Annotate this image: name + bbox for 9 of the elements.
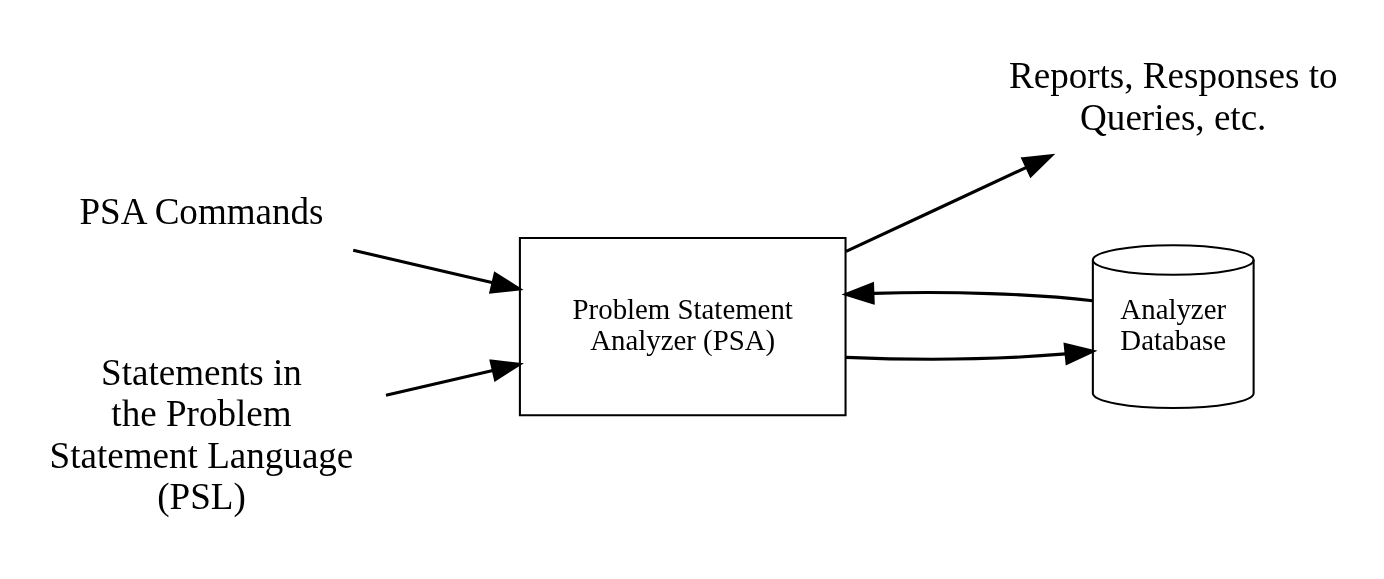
node-box: Problem Statement Analyzer (PSA)	[518, 236, 847, 417]
node-text: PSA Commands	[79, 191, 324, 233]
arrow	[385, 359, 524, 397]
arrow	[841, 281, 1093, 305]
node-text: Reports, Responses to Queries, etc.	[1008, 55, 1338, 138]
arrow	[352, 248, 524, 294]
node-text: Statements in the Problem Statement Language (PSL)	[49, 352, 354, 517]
arrow	[846, 342, 1098, 366]
arrow	[845, 153, 1056, 253]
